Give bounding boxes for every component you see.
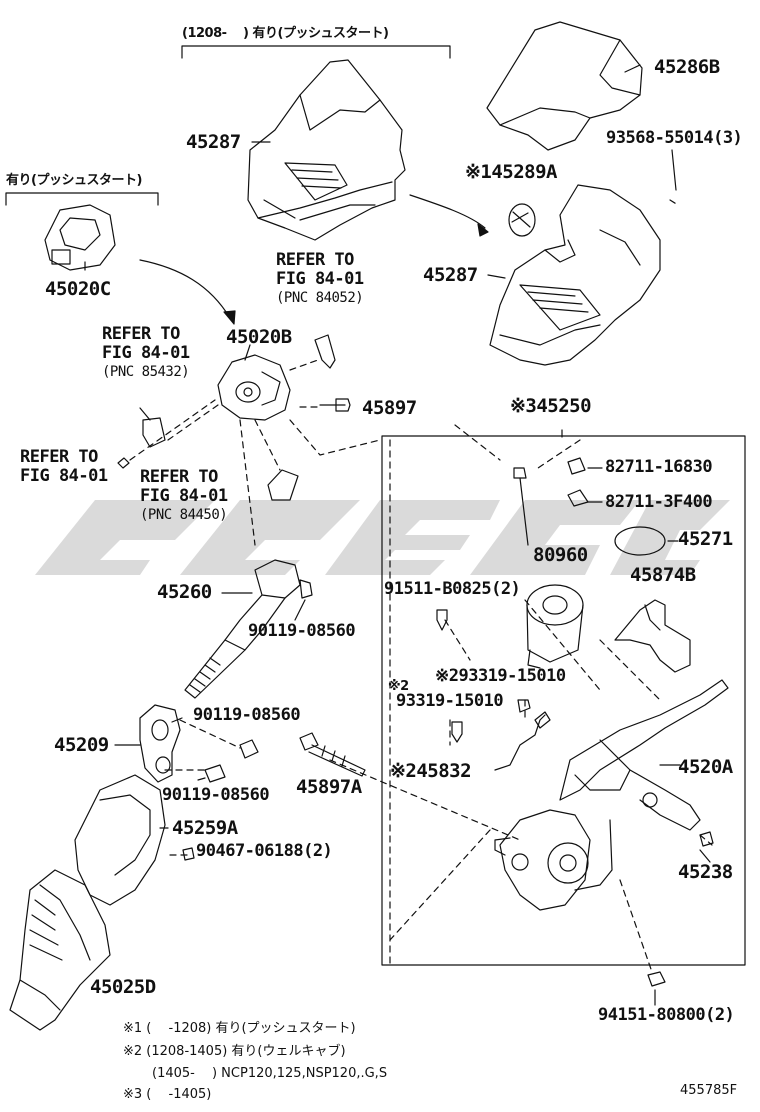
ref-line2: FIG 84-01 [20,466,108,486]
ring-45271 [614,526,666,556]
ref-line2: FIG 84-01 [102,343,190,363]
ref-line1: REFER TO [20,447,98,467]
leader-lines [84,64,711,1006]
part-90119-b[interactable]: 90119-08560 [193,705,301,725]
sensor-wire [494,714,546,771]
part-93568[interactable]: 93568-55014(3) [606,128,743,148]
assembly-lines [129,199,713,973]
bolt-45238 [699,831,714,847]
lower-cover [489,184,661,366]
footnote-1: ※1 ( -1208) 有り(プッシュスタート) [123,1021,356,1036]
part-90119-a[interactable]: 90119-08560 [248,621,356,641]
part-45832[interactable]: ※245832 [390,760,472,782]
washer [182,847,195,861]
watermark-logo [35,500,730,575]
part-45020C[interactable]: 45020C [45,278,111,300]
footnote-3: ※3 ( -1405) [123,1087,212,1102]
note-mark-2: ※2 [388,679,409,694]
left-bracket [5,192,159,206]
upper-cover-left [247,59,406,241]
dust-boot [9,869,111,1031]
left-bracket-label: 有り(プッシュスタート) [6,173,142,188]
ignition-switch-c [44,204,116,271]
ref-line2: FIG 84-01 [276,269,364,289]
part-45025D[interactable]: 45025D [90,976,156,998]
part-4520A[interactable]: 4520A [678,756,733,778]
figure-id: 455785F [680,1083,738,1098]
part-93319-b[interactable]: 93319-15010 [396,691,504,711]
bolt-91511 [436,609,448,631]
ref-connector-b [142,417,166,448]
footnote-2b: (1405- ) NCP120,125,NSP120,.G,S [152,1066,388,1081]
part-90467[interactable]: 90467-06188(2) [196,841,333,861]
ref-fig-85432[interactable]: REFER TO FIG 84-01 (PNC 85432) [102,325,190,382]
clip-a [567,457,586,475]
ref-line2: FIG 84-01 [140,486,228,506]
part-45020B[interactable]: 45020B [226,326,292,348]
top-bracket-label: (1208- ) 有り(プッシュスタート) [182,26,389,41]
top-bracket [181,45,451,59]
ref-fig-84052[interactable]: REFER TO FIG 84-01 (PNC 84052) [276,251,364,308]
part-94151[interactable]: 94151-80800(2) [598,1005,735,1025]
part-45289A[interactable]: ※145289A [465,161,558,183]
universal-joint [139,704,181,783]
bolt-45897 [319,398,351,412]
ref-line1: REFER TO [140,467,218,487]
cover-cap [508,203,536,237]
move-arrow-left [139,259,231,319]
part-45259A[interactable]: 45259A [172,817,238,839]
part-82711-16830[interactable]: 82711-16830 [605,457,713,477]
ref-pnc: (PNC 84052) [276,290,364,306]
column-cover [74,774,166,906]
ref-pnc: (PNC 84450) [140,507,228,523]
ref-connector-a [314,334,336,369]
assembly-box [381,435,746,966]
bolt-93319-a [517,699,531,713]
part-82711-3F400[interactable]: 82711-3F400 [605,492,713,512]
ref-fig-84450[interactable]: REFER TO FIG 84-01 (PNC 84450) [140,468,228,525]
nut-94151 [647,971,666,987]
footnote-2: ※2 (1208-1405) 有り(ウェルキャブ) [123,1044,346,1059]
intermediate-shaft [184,559,313,699]
bracket-45874B [614,599,691,673]
move-arrow-top [409,194,486,229]
bolt-b [204,764,226,783]
part-80960[interactable]: 80960 [533,544,588,566]
upper-cover-right [486,21,643,151]
part-45897A[interactable]: 45897A [296,776,362,798]
ref-line1: REFER TO [102,324,180,344]
ref-pnc: (PNC 85432) [102,364,190,380]
part-93319-a[interactable]: ※293319-15010 [435,666,566,686]
part-45238[interactable]: 45238 [678,861,733,883]
steering-column [494,679,729,911]
part-45271[interactable]: 45271 [678,528,733,550]
part-45250[interactable]: ※345250 [510,395,592,417]
ref-line1: REFER TO [276,250,354,270]
part-45287-upper[interactable]: 45287 [186,131,241,153]
part-90119-c[interactable]: 90119-08560 [162,785,270,805]
part-45897[interactable]: 45897 [362,397,417,419]
part-45286B[interactable]: 45286B [654,56,720,78]
ref-fig-84-01[interactable]: REFER TO FIG 84-01 [20,448,108,486]
part-45874B[interactable]: 45874B [630,564,696,586]
part-91511[interactable]: 91511-B0825(2) [384,579,521,599]
part-45260[interactable]: 45260 [157,581,212,603]
ref-connector-c [267,469,299,501]
bolt-45897A [299,732,366,777]
bolt-93319-b [451,721,463,743]
part-45209[interactable]: 45209 [54,734,109,756]
motor-assembly [513,467,584,669]
bolt-a [239,739,259,759]
part-45287-lower[interactable]: 45287 [423,264,478,286]
ignition-housing [217,354,291,421]
